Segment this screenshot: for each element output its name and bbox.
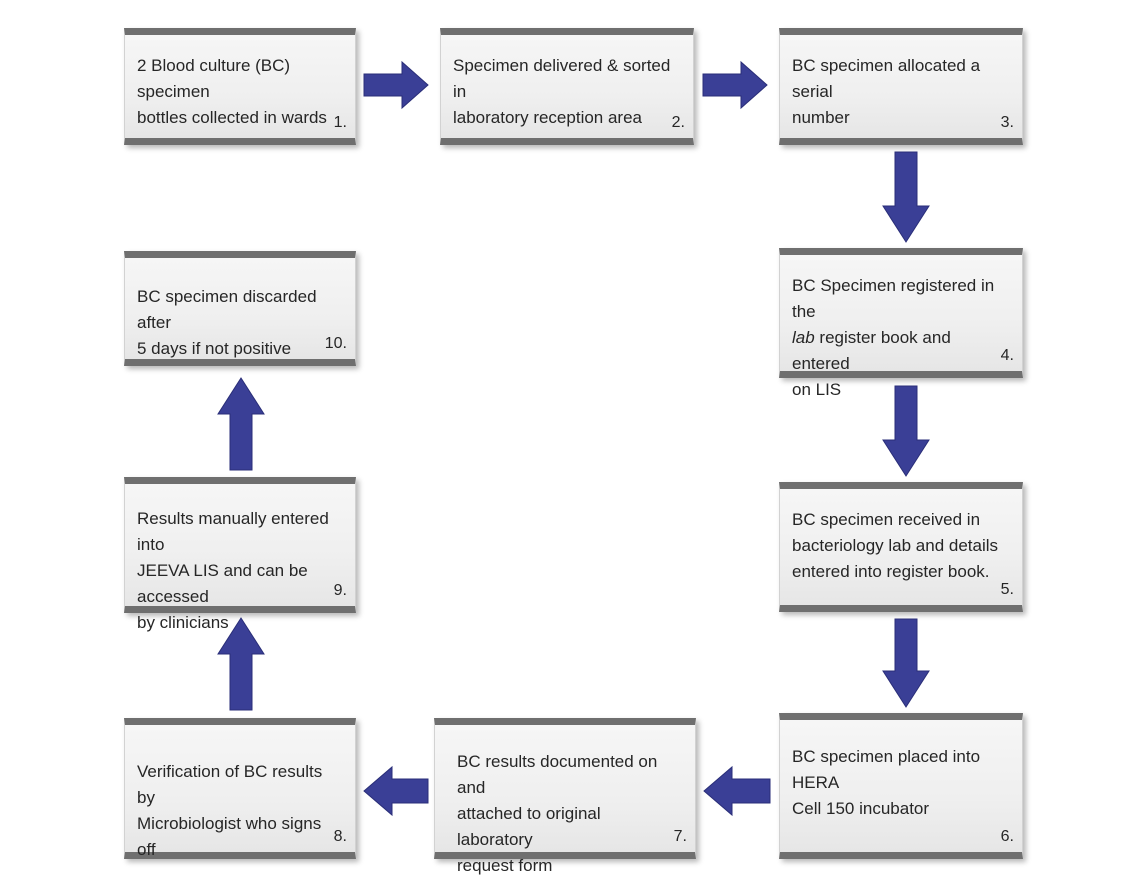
- step-10-text: BC specimen discarded after 5 days if no…: [137, 287, 317, 358]
- arrow-left-shape: [703, 765, 771, 817]
- step-5-text: BC specimen received in bacteriology lab…: [792, 510, 999, 581]
- arrow-right-step1-to-step2: [363, 60, 429, 110]
- arrow-up-shape: [217, 377, 265, 471]
- step-1-text: 2 Blood culture (BC) specimen bottles co…: [137, 56, 327, 127]
- arrow-down-step3-to-step4: [882, 151, 930, 243]
- step-5-number: 5.: [1000, 581, 1014, 598]
- step-4-text: BC Specimen registered in the lab regist…: [792, 273, 1002, 403]
- step-7-box: BC results documented on and attached to…: [434, 718, 696, 875]
- step-10-box: BC specimen discarded after 5 days if no…: [124, 251, 356, 366]
- step-9-number: 9.: [333, 582, 347, 599]
- arrow-down-shape: [882, 618, 930, 708]
- step-8-text: Verification of BC results by Microbiolo…: [137, 762, 323, 859]
- step-6-box: BC specimen placed into HERA Cell 150 in…: [779, 713, 1023, 859]
- step-1-box: 2 Blood culture (BC) specimen bottles co…: [124, 28, 356, 145]
- step-10-number: 10.: [324, 335, 347, 352]
- step-2-box: Specimen delivered & sorted in laborator…: [440, 28, 694, 145]
- step-2-number: 2.: [671, 114, 685, 131]
- arrow-down-step5-to-step6: [882, 618, 930, 708]
- step-4-number: 4.: [1000, 347, 1014, 364]
- step-7-text: BC results documented on and attached to…: [457, 752, 658, 875]
- arrow-right-shape: [702, 60, 768, 110]
- arrow-left-step6-to-step7: [703, 765, 771, 817]
- arrow-right-step2-to-step3: [702, 60, 768, 110]
- step-7-number: 7.: [673, 828, 687, 845]
- step-4-text-before: BC Specimen registered in the: [792, 276, 995, 321]
- arrow-up-shape: [217, 617, 265, 711]
- step-6-text: BC specimen placed into HERA Cell 150 in…: [792, 747, 981, 818]
- arrow-right-shape: [363, 60, 429, 110]
- step-4-text-after: register book and entered on LIS: [792, 328, 951, 399]
- arrow-left-shape: [363, 765, 429, 817]
- step-8-box: Verification of BC results by Microbiolo…: [124, 718, 356, 859]
- step-1-number: 1.: [333, 114, 347, 131]
- step-5-box: BC specimen received in bacteriology lab…: [779, 482, 1023, 612]
- step-4-box: BC Specimen registered in the lab regist…: [779, 248, 1023, 399]
- arrow-down-step4-to-step5: [882, 385, 930, 477]
- step-4-text-italic: lab: [792, 328, 815, 347]
- arrow-down-shape: [882, 385, 930, 477]
- step-3-number: 3.: [1000, 114, 1014, 131]
- arrow-down-shape: [882, 151, 930, 243]
- arrow-left-step7-to-step8: [363, 765, 429, 817]
- arrow-up-step9-to-step10: [217, 377, 265, 471]
- step-3-text: BC specimen allocated a serial number: [792, 56, 981, 127]
- step-9-box: Results manually entered into JEEVA LIS …: [124, 477, 356, 632]
- step-3-box: BC specimen allocated a serial number 3.: [779, 28, 1023, 145]
- arrow-up-step8-to-step9: [217, 617, 265, 711]
- step-9-text: Results manually entered into JEEVA LIS …: [137, 509, 329, 632]
- step-8-number: 8.: [333, 828, 347, 845]
- step-6-number: 6.: [1000, 828, 1014, 845]
- step-2-text: Specimen delivered & sorted in laborator…: [453, 56, 671, 127]
